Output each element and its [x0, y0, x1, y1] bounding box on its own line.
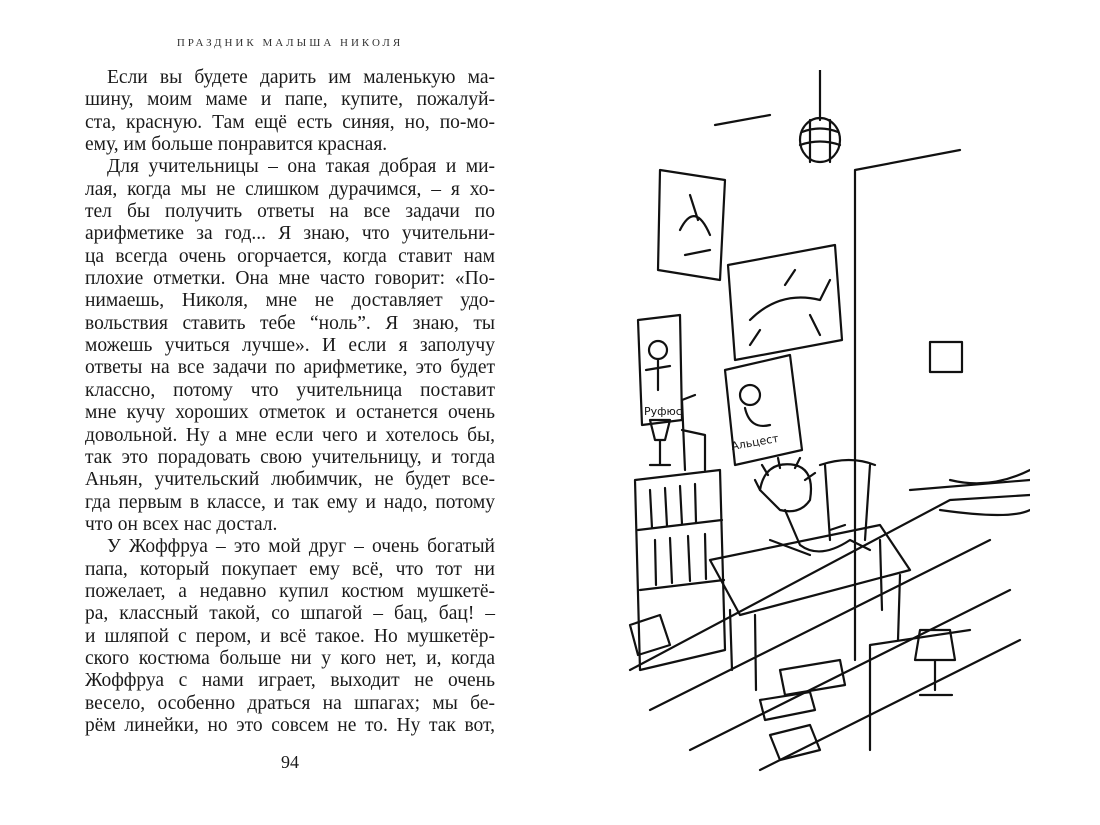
text-line: рём линейки, но это совсем не то. Ну так…: [85, 714, 495, 736]
bookshelf: [633, 468, 727, 672]
text-line: папа, который покупает ему всё, что тот …: [85, 558, 495, 580]
text-line: и шляпой с пером, и всё такое. Но мушкет…: [85, 625, 495, 647]
text-line: У Жоффруа – это мой друг – очень богатый: [107, 536, 495, 558]
text-line: Для учительницы – она такая добрая и ми-: [107, 156, 495, 178]
text-line: так это порадовать свою учительницу, и т…: [85, 446, 495, 468]
page-number: 94: [281, 752, 299, 772]
small-lamp-icon: [648, 418, 672, 467]
boy-nicolas: [753, 456, 872, 557]
text-line: гда первым в классе, и так ему и надо, п…: [85, 491, 495, 513]
running-header: ПРАЗДНИК МАЛЫША НИКОЛЯ: [176, 37, 404, 49]
illustration-nicolas-room: Руфюс Альцест: [628, 70, 1030, 772]
text-line: можешь учиться лучше». И если я заполучу: [85, 335, 495, 357]
wall-corner-line: [713, 113, 962, 662]
desk: [708, 523, 912, 692]
text-line: ответы на все задачи по арифметике, это …: [85, 357, 495, 379]
ceiling-lamp-icon: [798, 70, 842, 164]
text-line: довольной. Ну а мне если чего и хотелось…: [85, 424, 495, 446]
text-line: Аньян, учительский любимчик, не будет вс…: [85, 469, 495, 491]
text-line: ему, им больше понравится красная.: [85, 134, 388, 156]
poster-alceste: Альцест: [723, 353, 804, 467]
text-line: что он всех нас достал.: [85, 513, 278, 535]
text-line: ра, классный такой, со шпагой – бац, бац…: [85, 603, 495, 625]
text-line: лая, когда мы не слишком дурачимся, – я …: [85, 178, 495, 200]
text-line: вольствия ставить тебе “ноль”. Я знаю, т…: [85, 312, 495, 334]
text-line: весело, особенно драться на шпагах; мы б…: [85, 692, 495, 714]
text-line: тел бы получить ответы на все задачи по: [85, 201, 495, 223]
text-line: нимаешь, Николя, мне не доставляет удо-: [85, 290, 495, 312]
text-line: шину, моим маме и папе, купите, пожалуй-: [85, 89, 495, 111]
text-line: арифметике за год... Я знаю, что учитель…: [85, 223, 495, 245]
papers-on-floor: [628, 613, 847, 762]
poster-cowboy: [656, 168, 727, 282]
text-line: ста, красную. Там ещё есть синяя, но, по…: [85, 111, 495, 133]
text-line: Если вы будете дарить им маленькую ма-: [107, 67, 495, 88]
bed: [938, 468, 1030, 517]
text-line: ского костюма больше ни у кого нет, и, к…: [85, 647, 495, 669]
text-line: ца всегда очень огорчается, когда ставит…: [85, 245, 495, 267]
body-text: Если вы будете дарить им маленькую ма-ши…: [85, 67, 495, 737]
poster-rufus: Руфюс: [636, 313, 684, 427]
poster-label-alceste: Альцест: [730, 432, 780, 453]
wall-frame: [928, 340, 964, 374]
poster-horse: [726, 243, 844, 362]
floor-boards: [628, 478, 1030, 772]
poster-label-rufus: Руфюс: [644, 405, 682, 418]
text-line: плохие отметки. Она мне часто говорит: «…: [85, 268, 495, 290]
giraffe-toy: [680, 393, 707, 472]
text-line: пожелает, а недавно купил костюм мушкетё…: [85, 580, 495, 602]
text-line: Жоффруа с нами играет, выходит не очень: [85, 670, 495, 692]
text-line: мне кучу хороших отметок и останется оче…: [85, 402, 495, 424]
text-line: классно, потому что учительница поставит: [85, 379, 495, 401]
bedside-lamp-icon: [868, 628, 972, 752]
